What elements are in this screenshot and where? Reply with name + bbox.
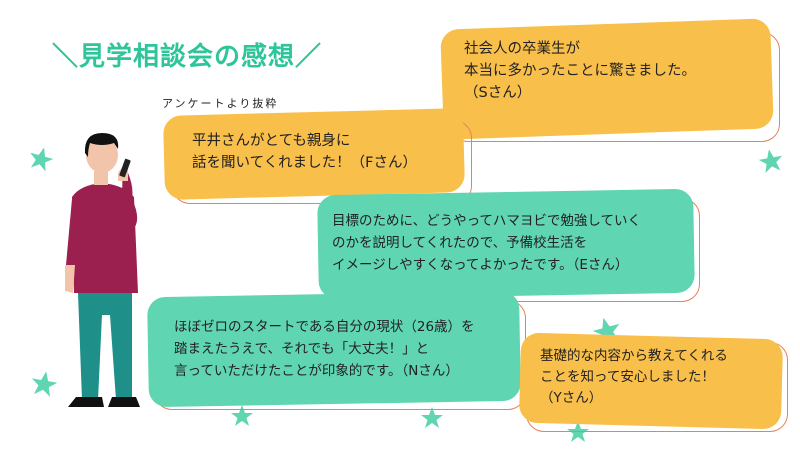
comment-line: 目標のために、どうやってハマヨビで勉強していく: [332, 213, 642, 229]
comment-line: のかを説明してくれたので、予備校生活を: [332, 235, 588, 251]
star-icon: [421, 407, 443, 428]
comment-line: イメージしやすくなってよかったです。（Eさん）: [332, 257, 629, 273]
star-icon: [231, 405, 253, 426]
comment-bubble-y: 基礎的な内容から教えてくれる ことを知って安心しました！ （Yさん）: [518, 332, 788, 432]
comment-bubble-e: 目標のために、どうやってハマヨビで勉強していく のかを説明してくれたので、予備校…: [317, 188, 700, 302]
page-subtitle: アンケートより抜粋: [162, 97, 279, 110]
comment-text: 社会人の卒業生が 本当に多かったことに驚きました。 （Sさん）: [442, 24, 772, 104]
comment-line: 本当に多かったことに驚きました。: [464, 63, 696, 79]
comment-line: ほぼゼロのスタートである自分の現状（26歳）を: [174, 319, 475, 335]
comment-line: ことを知って安心しました！: [540, 369, 715, 385]
comment-text: ほぼゼロのスタートである自分の現状（26歳）を 踏まえたうえで、それでも「大丈夫…: [148, 294, 520, 382]
comment-line: （Yさん）: [540, 390, 603, 406]
comment-text: 基礎的な内容から教えてくれる ことを知って安心しました！ （Yさん）: [520, 336, 782, 409]
comment-line: 話を聞いてくれました！（Fさん）: [192, 155, 417, 171]
star-icon: [30, 147, 54, 172]
comment-bubble-n: ほぼゼロのスタートである自分の現状（26歳）を 踏まえたうえで、それでも「大丈夫…: [147, 290, 526, 410]
comment-line: 基礎的な内容から教えてくれる: [540, 348, 728, 364]
comment-text: 平井さんがとても親身に 話を聞いてくれました！（Fさん）: [164, 112, 464, 174]
comment-line: （Sさん）: [464, 85, 532, 101]
comment-bubble-f: 平井さんがとても親身に 話を聞いてくれました！（Fさん）: [162, 108, 472, 204]
page-title: ＼見学相談会の感想／: [52, 42, 323, 72]
comment-line: 言っていただけたことが印象的です。（Nさん）: [174, 363, 459, 379]
person-illustration: [65, 133, 140, 407]
star-icon: [758, 149, 783, 173]
comment-line: 踏まえたうえで、それでも「大丈夫！」と: [174, 341, 430, 357]
star-icon: [31, 371, 58, 397]
comment-line: 平井さんがとても親身に: [192, 133, 351, 149]
comment-line: 社会人の卒業生が: [464, 41, 580, 57]
comment-text: 目標のために、どうやってハマヨビで勉強していく のかを説明してくれたので、予備校…: [318, 192, 694, 276]
comment-bubble-s: 社会人の卒業生が 本当に多かったことに驚きました。 （Sさん）: [440, 18, 780, 142]
